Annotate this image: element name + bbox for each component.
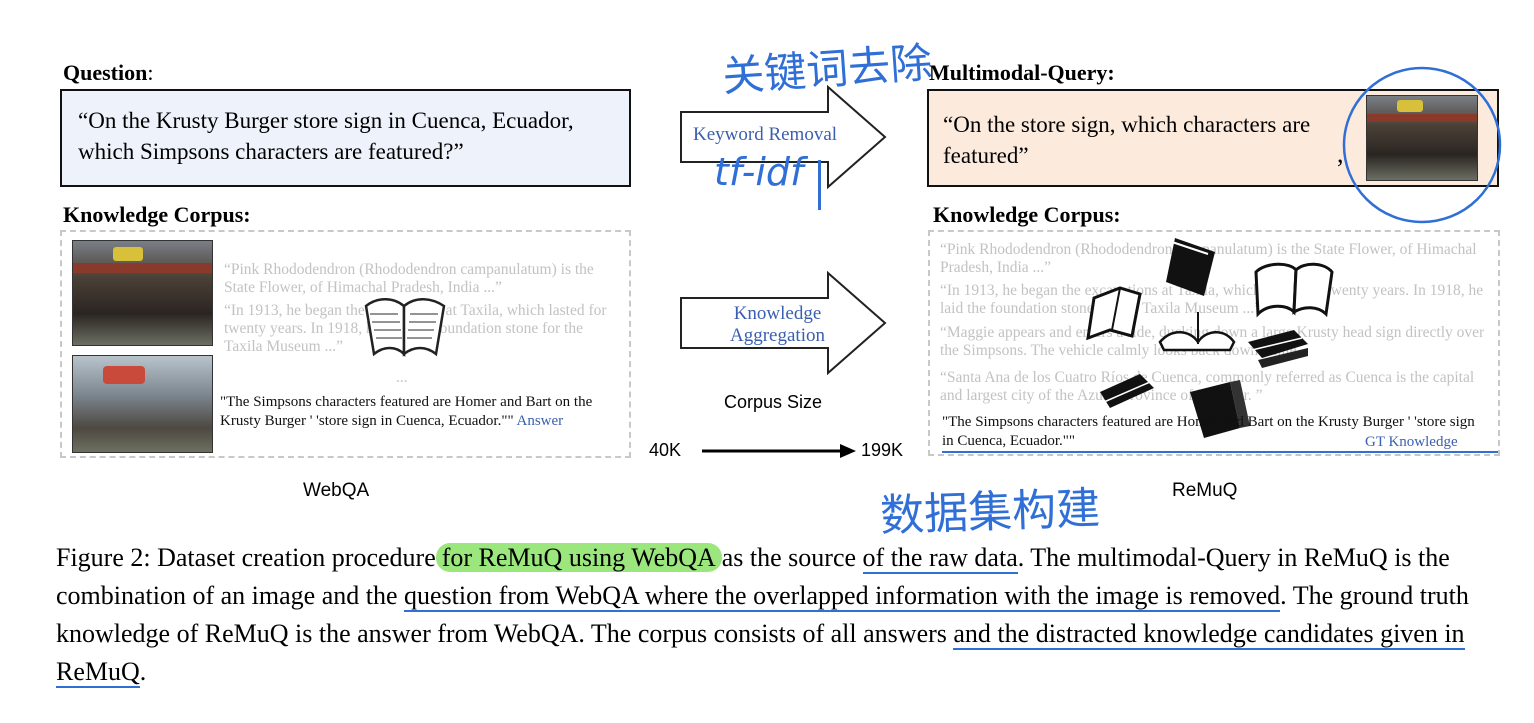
caption-part-1: Figure 2: Dataset creation procedure [56, 543, 436, 572]
corpus-growth-arrow [700, 441, 860, 461]
handwritten-note-top: 关键词去除 [720, 29, 934, 105]
knowledge-aggregation-label: Knowledge Aggregation [700, 303, 855, 347]
left-answer: "The Simpsons characters featured are Ho… [220, 393, 628, 431]
question-text: “On the Krusty Burger store sign in Cuen… [78, 108, 574, 164]
question-box: “On the Krusty Burger store sign in Cuen… [60, 89, 631, 187]
caption-underline-2: question from WebQA where the overlapped… [404, 581, 1280, 612]
handwritten-circle [1340, 64, 1504, 226]
keyword-removal-label: Keyword Removal [693, 124, 837, 146]
gt-knowledge-tag: GT Knowledge [1365, 434, 1458, 451]
corpus-size-from: 40K [649, 440, 681, 461]
caption-highlight: for ReMuQ using WebQA [436, 543, 722, 572]
book-icon-3 [1088, 288, 1140, 338]
open-book-icon [360, 292, 450, 364]
corpus-size-label: Corpus Size [724, 392, 822, 413]
question-header: Question: [63, 60, 153, 86]
left-ellipsis: ... [396, 369, 408, 387]
webqa-label: WebQA [303, 480, 369, 502]
remuq-label: ReMuQ [1172, 480, 1237, 502]
right-corpus-header: Knowledge Corpus: [933, 202, 1121, 228]
book-icon-1 [1166, 238, 1215, 296]
caption-part-2: as the source [722, 543, 856, 572]
krusty-store-photo-2 [72, 355, 213, 453]
query-header: Multimodal-Query: [929, 60, 1115, 86]
krusty-store-photo-1 [72, 240, 213, 346]
corpus-size-to: 199K [861, 440, 903, 461]
book-icon-6 [1100, 374, 1154, 408]
knowledge-aggregation-line2: Aggregation [700, 325, 855, 347]
book-icon-2 [1256, 264, 1332, 314]
question-colon: : [147, 60, 153, 85]
book-icon-4 [1160, 312, 1234, 350]
query-text: “On the store sign, which characters are… [943, 109, 1323, 171]
handwritten-stroke [818, 160, 821, 210]
handwritten-note-tfidf: tf-idf [714, 150, 803, 194]
knowledge-aggregation-line1: Knowledge [700, 303, 855, 325]
answer-tag: Answer [517, 413, 564, 429]
handwritten-note-bottom: 数据集构建 [879, 472, 1101, 544]
books-cluster-icon [1080, 232, 1370, 442]
question-header-text: Question [63, 60, 147, 85]
left-corpus-header: Knowledge Corpus: [63, 202, 251, 228]
book-icon-5 [1248, 330, 1308, 368]
gt-underline [942, 451, 1498, 453]
caption-part-5: . [140, 657, 147, 686]
caption-underline-1: of the raw data [863, 543, 1018, 574]
